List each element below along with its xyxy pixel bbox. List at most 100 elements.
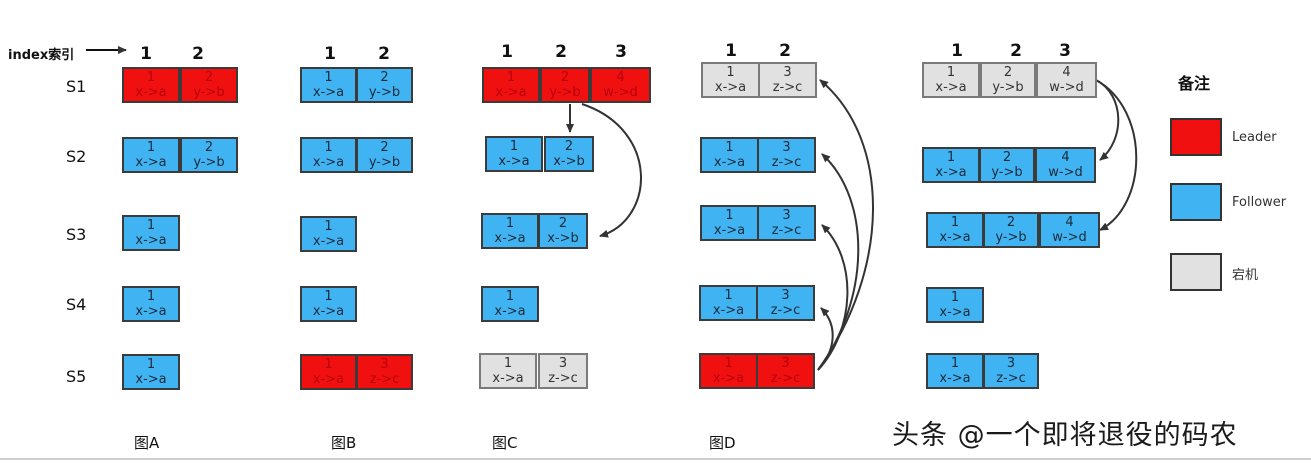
log-entry-command: x->a [935,165,967,180]
log-entry-index: 4 [616,70,625,85]
log-entry-index: 2 [380,70,389,85]
log-entry-index: 1 [724,288,733,303]
log-entry-index: 1 [946,150,956,165]
index-e-1: 1 [951,41,963,61]
log-entry-index: 3 [782,208,791,223]
index-d-1: 1 [725,41,737,61]
log-entry-command: x->a [939,371,971,386]
log-entry-index: 3 [1006,356,1016,371]
log-entry-command: z->c [770,303,801,318]
log-entry-command: z->c [548,371,578,386]
log-entry-index: 1 [146,70,156,85]
log-entry-command: y->b [992,80,1024,95]
log-entry-index: 1 [725,208,734,223]
log-entry-command: x->a [492,371,524,386]
log-entry-index: 2 [1006,215,1016,230]
log-entry-command: z->c [996,371,1026,386]
legend-swatch-leader [1170,118,1222,156]
log-entry-command: x->a [939,305,971,320]
log-entry-index: 2 [204,70,214,85]
legend-label-follower: Follower [1232,195,1287,210]
index-e-2: 2 [1010,41,1022,61]
log-entry-index: 3 [783,65,792,80]
log-entry-index: 1 [724,356,733,371]
log-entry-index: 1 [324,219,333,234]
log-entry-command: x->a [135,233,167,248]
log-entry-command: x->a [939,230,971,245]
log-entry-command: x->a [498,154,530,169]
log-entry-index: 2 [564,139,574,154]
server-label-s2: S2 [66,147,87,166]
log-entry-index: 1 [509,139,519,154]
log-entry-index: 1 [324,289,333,304]
log-entry-command: x->a [135,85,167,100]
index-label: index索引 [8,48,75,63]
log-entry-index: 1 [324,357,333,372]
arrow-e-s1-to-s3 [1095,79,1138,231]
log-entry-index: 1 [950,290,960,305]
log-entry-command: y->b [995,230,1027,245]
log-entry-command: x->a [312,85,345,100]
log-entry-command: x->a [713,155,746,170]
figure-label-a: 图A [134,434,160,452]
log-entry-command: x->a [135,372,167,387]
log-entry-index: 2 [380,140,389,155]
legend-swatch-down [1170,253,1222,291]
server-label-s4: S4 [66,295,87,314]
log-entry-index: 1 [950,215,960,230]
log-entry-index: 1 [506,70,516,85]
log-entry-index: 1 [505,289,515,304]
log-entry-command: x->b [553,154,585,169]
index-b-1: 1 [324,44,336,64]
log-entry-command: x->a [312,234,345,249]
log-entry-index: 1 [726,65,735,80]
log-entry-command: x->b [547,231,579,246]
log-entry-command: y->b [193,155,225,170]
log-entry-command: x->a [713,223,746,238]
arrow-d-s5-to-s4 [817,307,834,371]
watermark: 头条 @一个即将退役的码农 [892,420,1238,451]
log-entry-command: x->a [135,304,167,319]
server-label-s1: S1 [66,77,87,96]
arrow-d-s5-to-s1 [817,79,874,371]
log-entry-index: 4 [1061,150,1070,165]
legend-title: 备注 [1178,74,1211,93]
log-entry-command: x->a [935,80,967,95]
server-label-s5: S5 [66,367,87,386]
log-entry-command: x->a [312,304,345,319]
log-entry-command: x->a [312,372,345,387]
figure-label-d: 图D [709,434,736,452]
log-entry-index: 1 [503,356,513,371]
